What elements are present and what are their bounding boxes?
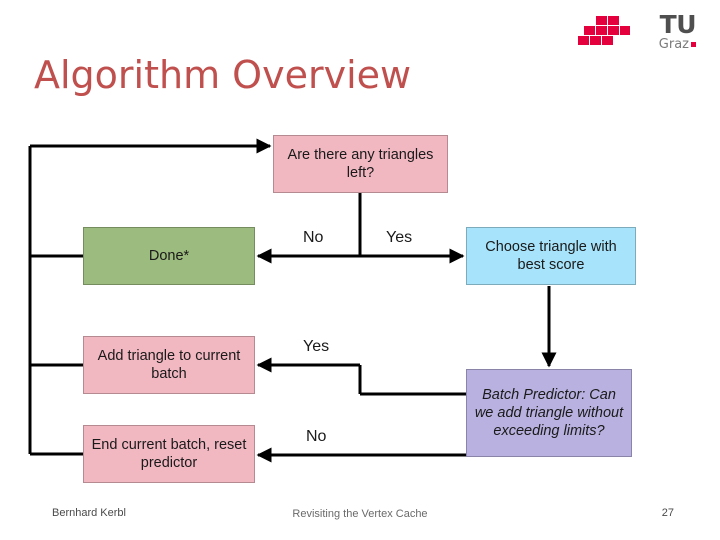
logo-brand: TU [659, 10, 697, 39]
logo-square-icon [691, 42, 696, 47]
footer-page-number: 27 [661, 507, 674, 519]
flow-node-done[interactable]: Done* [83, 227, 255, 285]
logo-city-label: Graz [658, 37, 689, 52]
edge-label-yes-1: Yes [386, 229, 413, 246]
flow-node-batch-predictor-label: Batch Predictor: Can we add triangle wit… [474, 386, 624, 440]
flow-node-add-triangle[interactable]: Add triangle to current batch [83, 336, 255, 394]
edge-label-yes-2: Yes [303, 338, 330, 355]
footer-author: Bernhard Kerbl [52, 507, 126, 519]
flow-node-question[interactable]: Are there any triangles left? [273, 135, 448, 193]
logo-city: Graz [659, 38, 696, 51]
tu-graz-logo: TU Graz [578, 10, 698, 54]
flow-node-done-label: Done* [148, 247, 190, 264]
page-title: Algorithm Overview [34, 53, 412, 97]
flow-node-question-label: Are there any triangles left? [287, 146, 434, 181]
flow-node-end-batch-label: End current batch, reset predictor [91, 436, 247, 471]
flow-node-batch-predictor[interactable]: Batch Predictor: Can we add triangle wit… [466, 369, 632, 457]
footer-talk-title: Revisiting the Vertex Cache [292, 508, 428, 520]
flow-node-choose-triangle[interactable]: Choose triangle with best score [466, 227, 636, 285]
flow-node-add-triangle-label: Add triangle to current batch [97, 347, 241, 382]
flow-node-end-batch[interactable]: End current batch, reset predictor [83, 425, 255, 483]
tu-graz-logo-icon [578, 16, 630, 45]
logo-wordmark: TU Graz [659, 10, 697, 51]
edge-label-no-2: No [306, 428, 327, 445]
edge-label-no-1: No [303, 229, 324, 246]
flow-node-choose-triangle-label: Choose triangle with best score [485, 238, 617, 273]
